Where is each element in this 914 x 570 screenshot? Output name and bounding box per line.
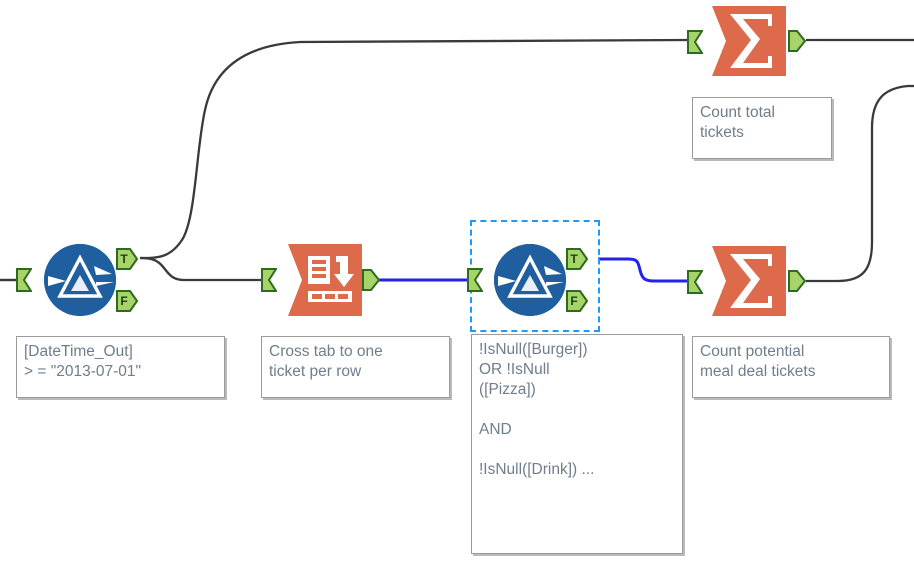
input-connector[interactable]: [687, 270, 704, 294]
output-connector-true[interactable]: T: [116, 248, 139, 270]
annotation-filter-date: [DateTime_Out] > = "2013-07-01": [16, 336, 225, 398]
alteryx-filter-icon[interactable]: [44, 244, 116, 316]
output-connector-false[interactable]: F: [116, 290, 139, 312]
annotation-filter-meal: !IsNull([Burger]) OR !IsNull ([Pizza]) A…: [471, 334, 683, 554]
sigma-icon[interactable]: [712, 246, 786, 318]
annotation-cross-tab: Cross tab to one ticket per row: [261, 336, 450, 398]
output-false-label: F: [120, 294, 128, 308]
output-true-label: T: [570, 252, 578, 266]
input-connector[interactable]: [16, 268, 33, 292]
output-connector-false[interactable]: F: [566, 290, 589, 312]
annotation-summarize-total: Count total tickets: [692, 97, 832, 159]
annotation-summarize-meal: Count potential meal deal tickets: [692, 336, 890, 398]
input-connector[interactable]: [467, 268, 484, 292]
input-connector[interactable]: [261, 268, 278, 292]
sigma-icon[interactable]: [712, 6, 786, 78]
cross-tab-icon[interactable]: [288, 244, 362, 316]
alteryx-filter-icon[interactable]: [494, 244, 566, 316]
wire-filter-date-true-to-crosstab[interactable]: [139, 256, 262, 282]
output-false-label: F: [570, 294, 578, 308]
wire-filter-date-true-to-summarize-total[interactable]: [139, 38, 691, 260]
wire-filter-meal-true-to-summarize-meal[interactable]: [598, 257, 692, 283]
output-connector-true[interactable]: T: [566, 248, 589, 270]
output-connector[interactable]: [362, 269, 382, 291]
output-connector[interactable]: [788, 30, 808, 52]
output-true-label: T: [120, 252, 128, 266]
input-connector[interactable]: [687, 30, 704, 54]
output-connector[interactable]: [788, 270, 808, 292]
